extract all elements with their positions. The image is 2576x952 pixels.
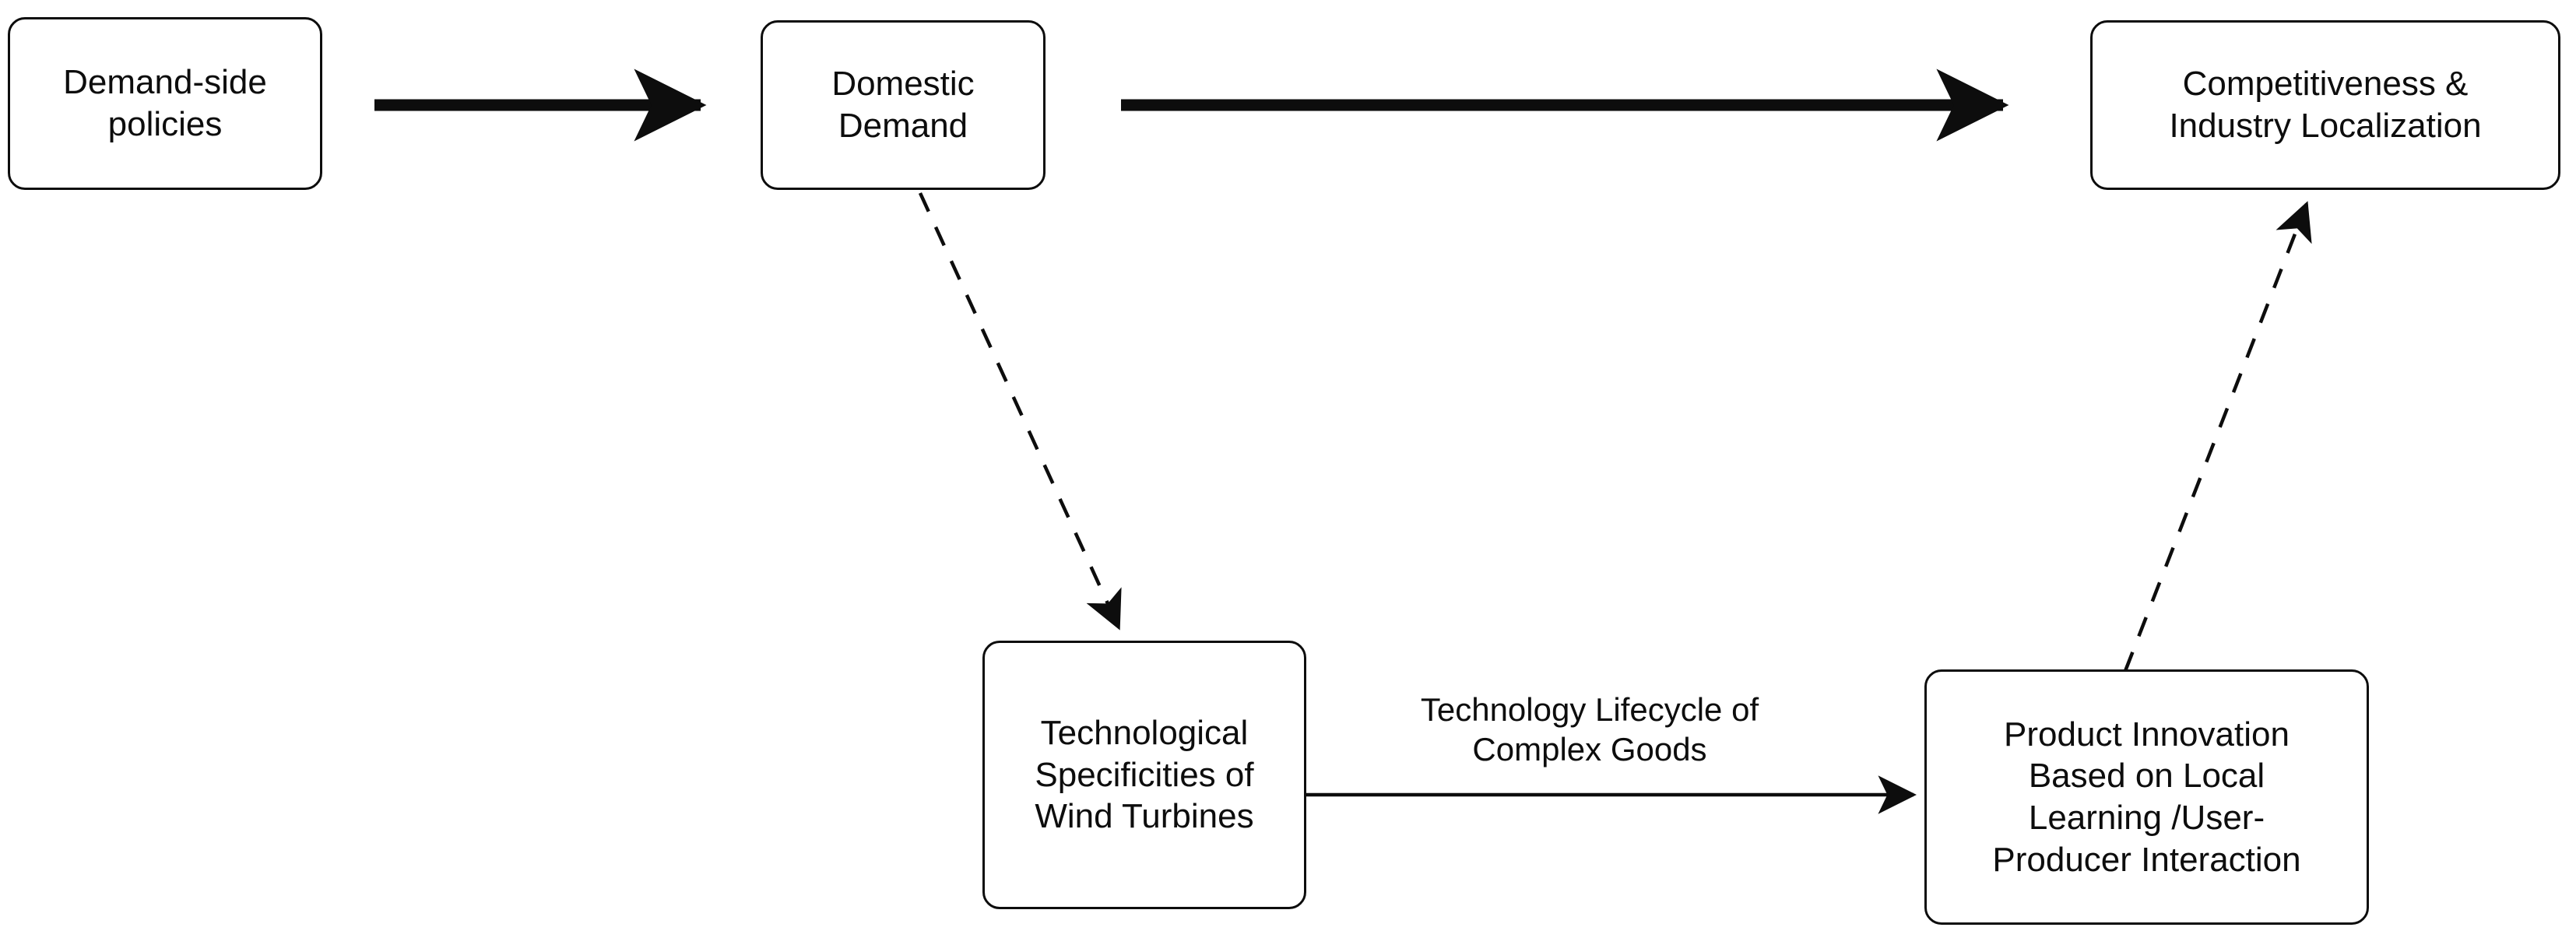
node-domestic-demand-label: Domestic Demand: [831, 65, 975, 145]
node-demand-side-policies-label: Demand-side policies: [63, 63, 267, 143]
edge-label-technology-lifecycle: Technology Lifecycle of Complex Goods: [1420, 691, 1759, 768]
node-technological-specificities-wind-turbines[interactable]: Technological Specificities of Wind Turb…: [982, 641, 1306, 909]
node-demand-side-policies[interactable]: Demand-side policies: [8, 17, 322, 190]
node-product-innovation-label: Product Innovation Based on Local Learni…: [1992, 715, 2301, 879]
node-tech-specificities-label: Technological Specificities of Wind Turb…: [1035, 713, 1254, 836]
node-competitiveness-label: Competitiveness & Industry Localization: [2169, 65, 2482, 145]
connector-demand-to-tech: [918, 192, 1122, 631]
node-domestic-demand[interactable]: Domestic Demand: [761, 20, 1046, 190]
node-competitiveness-industry-localization[interactable]: Competitiveness & Industry Localization: [2090, 20, 2560, 190]
node-product-innovation[interactable]: Product Innovation Based on Local Learni…: [1924, 669, 2369, 925]
connector-innovation-to-competitiveness: [2123, 201, 2312, 672]
